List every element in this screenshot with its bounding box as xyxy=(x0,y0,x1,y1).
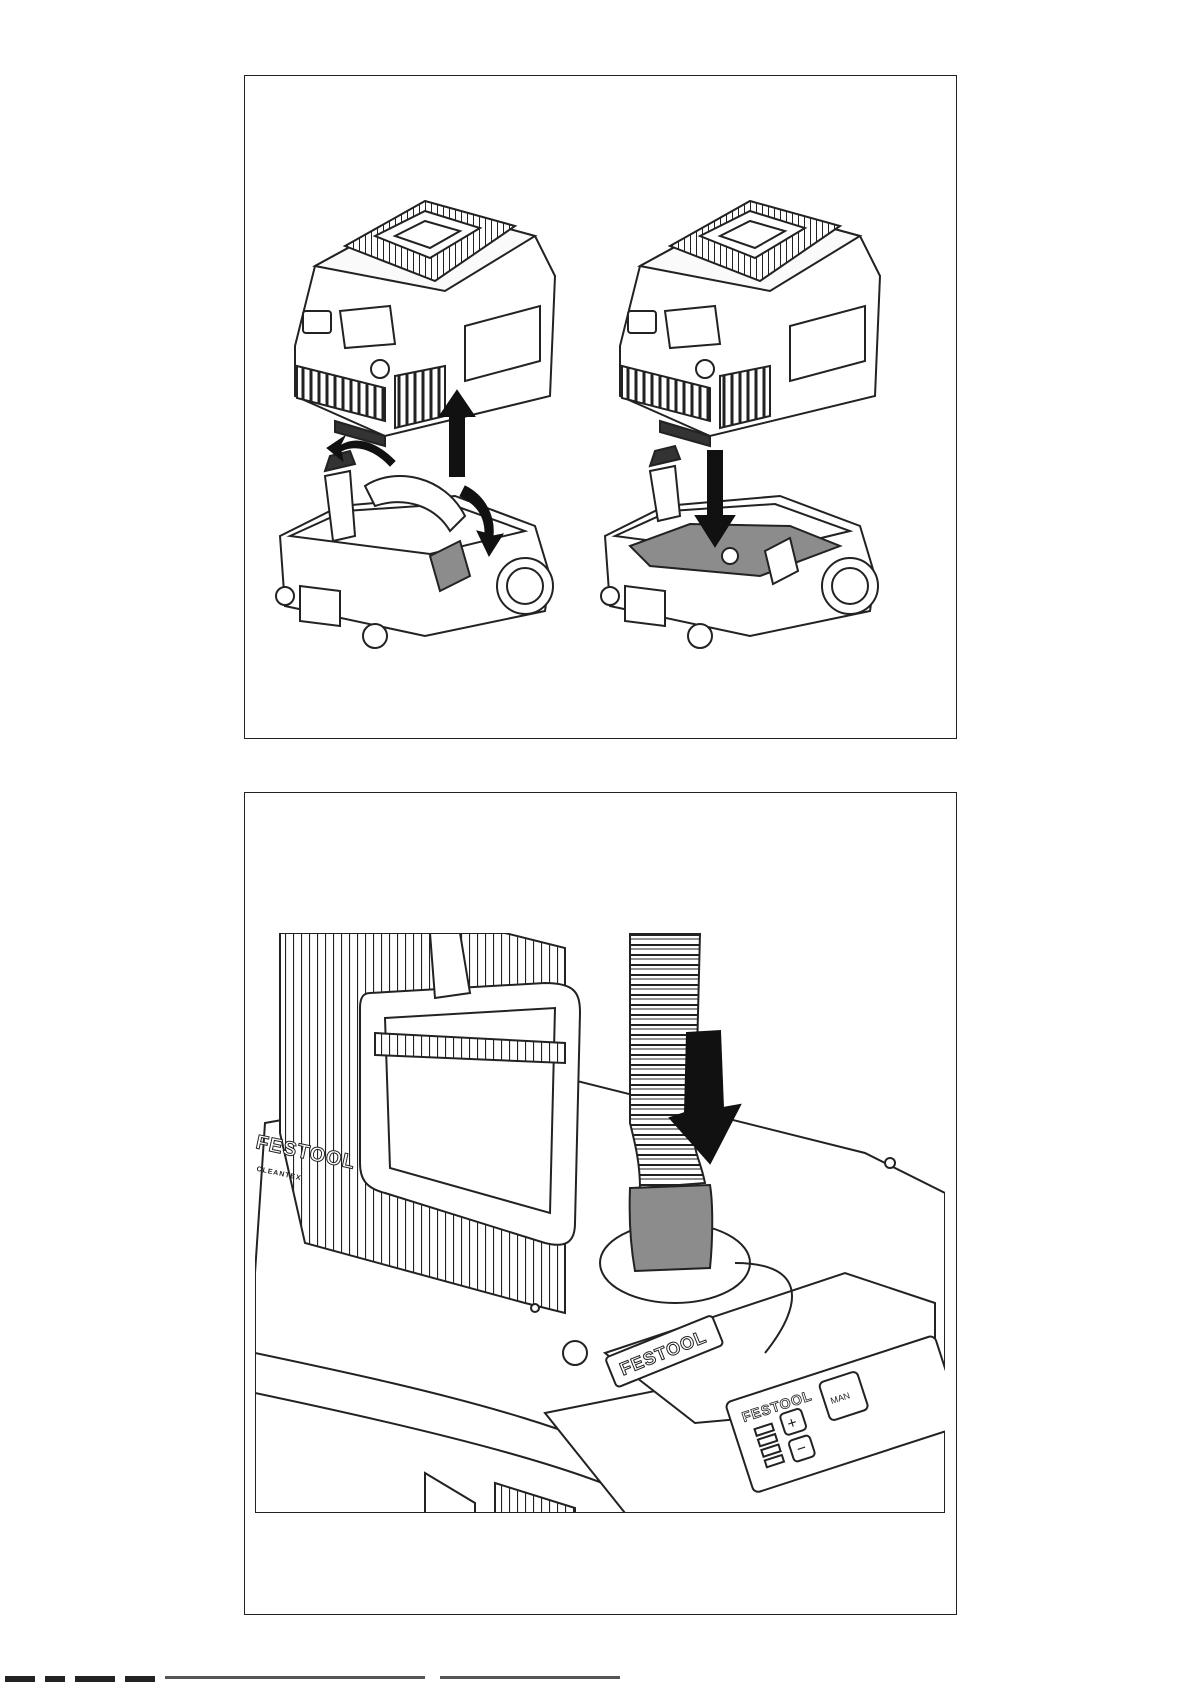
container-right xyxy=(601,446,878,648)
figure-top xyxy=(244,75,957,739)
screw-icon xyxy=(563,1341,587,1365)
footer-print-marks xyxy=(0,1672,1192,1685)
hose-sleeve xyxy=(630,1185,713,1271)
upper-unit-right xyxy=(620,201,880,446)
figure-top-illustration xyxy=(245,76,955,736)
screw-icon xyxy=(885,1158,895,1168)
display-window xyxy=(655,1538,775,1605)
screw-icon xyxy=(531,1304,539,1312)
figure-bottom: FESTOOL FESTOOL CLEANTEX FESTOOL + xyxy=(244,792,957,1615)
container-left xyxy=(276,451,553,648)
upper-unit-left xyxy=(295,201,555,446)
panel-insert-filter-bag xyxy=(601,201,880,648)
panel-remove-container xyxy=(276,201,555,648)
figure-bottom-illustration: FESTOOL FESTOOL CLEANTEX FESTOOL + xyxy=(245,793,955,1613)
